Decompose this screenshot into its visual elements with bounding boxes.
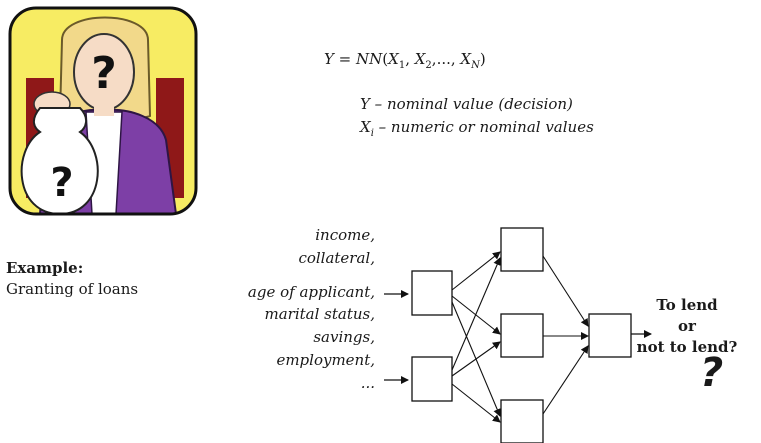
hidden-node-1 <box>500 227 544 272</box>
eq-x2: X <box>414 50 426 68</box>
input-label-ellipsis: ... <box>360 374 375 392</box>
output-label-line1: To lend <box>656 296 718 314</box>
example-title: Example: <box>6 259 84 277</box>
eq-y: Y <box>324 50 334 68</box>
output-label-line2: or <box>678 317 696 335</box>
hidden-node-3 <box>500 399 544 443</box>
edge-in1-h1 <box>451 251 501 291</box>
definition-y: Y – nominal value (decision) <box>360 95 573 113</box>
def-y-var: Y <box>360 95 370 113</box>
bag-question-mark: ? <box>50 160 73 206</box>
eq-sep1: , <box>405 50 415 68</box>
output-label-line3: not to lend? <box>636 338 738 356</box>
banker-clipart: ? ? <box>8 6 198 216</box>
edge-in2-h3 <box>451 383 501 423</box>
output-node <box>588 313 632 358</box>
eq-equals: = <box>333 50 357 68</box>
edge-h3-out <box>542 345 589 415</box>
input-label-age: age of applicant, <box>247 283 375 301</box>
definition-x: Xi – numeric or nominal values <box>360 118 594 139</box>
nn-equation: Y = NN(X1, X2,..., XN) <box>324 50 486 71</box>
eq-subn: N <box>471 60 480 71</box>
edge-in2-h2 <box>451 341 501 377</box>
eq-nn: NN <box>356 50 383 68</box>
edge-in2-h1 <box>451 257 501 371</box>
example-text: Granting of loans <box>6 280 139 298</box>
eq-sub1: 1 <box>398 60 406 71</box>
eq-sub2: 2 <box>425 60 432 71</box>
input-label-collateral: collateral, <box>298 249 375 267</box>
input-node-1 <box>411 270 453 316</box>
def-x-var: X <box>360 118 371 136</box>
input-label-marital-status: marital status, <box>264 305 376 323</box>
eq-x1: X <box>388 50 399 68</box>
clipart-frame <box>8 6 198 216</box>
neck <box>94 104 114 116</box>
face-question-mark: ? <box>91 48 117 99</box>
input-label-employment: employment, <box>276 351 375 369</box>
eq-open: ( <box>382 50 389 68</box>
def-x-sub: i <box>370 128 374 139</box>
hidden-node-2 <box>500 313 544 358</box>
output-question-mark: ? <box>700 350 724 396</box>
input-label-income: income, <box>315 226 375 244</box>
def-x-desc: – numeric or nominal values <box>373 118 594 136</box>
eq-sep2: ,..., <box>431 50 461 68</box>
def-y-desc: – nominal value (decision) <box>369 95 573 113</box>
eq-xn: X <box>460 50 472 68</box>
input-label-savings: savings, <box>313 328 375 346</box>
input-node-2 <box>411 356 453 402</box>
eq-close: ) <box>479 50 486 68</box>
edge-h1-out <box>542 255 589 327</box>
